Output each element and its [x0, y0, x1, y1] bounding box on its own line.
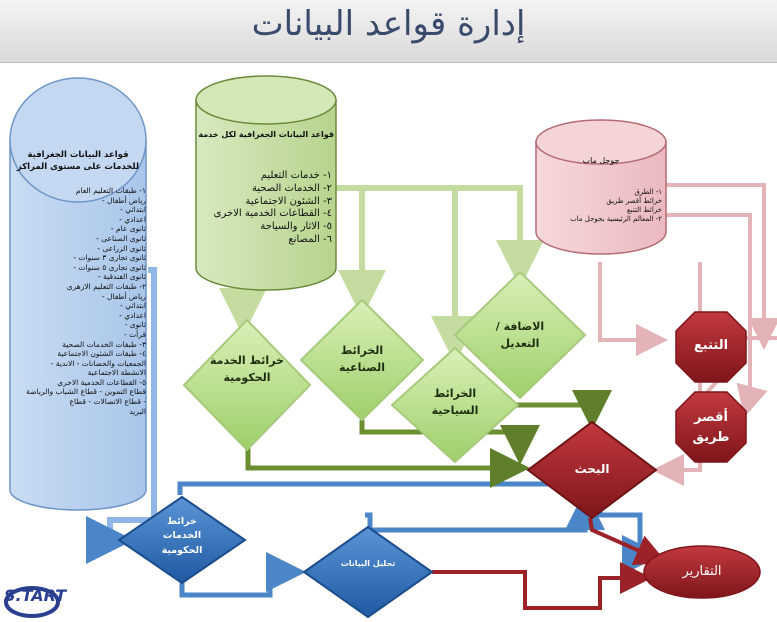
- center-db-item: ٣- الشئون الاجتماعية: [245, 195, 332, 207]
- left-db-item: رياض أطفال -: [101, 291, 146, 301]
- google-db-heading: جوجل ماب: [582, 156, 620, 165]
- center-db-item: ٤- القطاعات الخدمية الاخرى: [213, 208, 332, 220]
- label-shortest-path: أقصر طريق: [692, 410, 730, 445]
- label-reports: التقارير: [682, 564, 722, 579]
- center-db-item: ١- خدمات التعليم: [260, 170, 332, 181]
- blue-connectors: [86, 267, 157, 564]
- diamond-government-maps: [182, 318, 312, 452]
- left-db-heading: قواعد البيانات الجغرافية للخدمات على مست…: [16, 150, 140, 172]
- left-db-item: الانشطة الاجتماعية: [87, 368, 146, 378]
- label-search: البحث: [574, 462, 610, 476]
- center-db-item: ٢- الخدمات الصحية: [251, 182, 332, 194]
- left-db-item: البريد: [129, 406, 146, 416]
- label-data-analysis: تحليل البيانات: [340, 559, 396, 568]
- left-db-item: اعدادي -: [119, 310, 146, 320]
- octagon-tracking: [675, 311, 747, 383]
- label-industrial-maps: الخرائط الصناعية: [338, 344, 386, 375]
- google-database-cylinder: [535, 119, 667, 255]
- left-db-item: ٢- طبقات التعليم الازهرى: [66, 281, 146, 291]
- logo-swirl: [4, 586, 60, 618]
- diamond-data-analysis: [302, 525, 434, 619]
- left-db-item: ابتدائي -: [120, 301, 146, 311]
- diamond-tourism-maps: [390, 346, 520, 464]
- left-db-item: ابتدائي -: [120, 205, 146, 215]
- center-db-item: ٥- الاثار والسياحة: [260, 221, 332, 233]
- label-tracking: التتبع: [693, 338, 729, 353]
- left-db-item: - قطاع الاتصالات - قطاع: [69, 397, 146, 407]
- diamond-edit: [453, 270, 587, 400]
- left-db-item: ثانوى تجارى ٥ سنوات -: [73, 262, 146, 272]
- center-db-list: ١- خدمات التعليم ٢- الخدمات الصحية ٣- ال…: [200, 170, 332, 247]
- left-db-item: ثانوى الصناعى -: [96, 233, 146, 243]
- reports-ellipse: [643, 545, 761, 599]
- label-government-maps: خرائط الخدمة الحكومية: [210, 354, 284, 385]
- green-diamonds: [182, 270, 587, 464]
- label-tourism-maps: الخرائط السياحية: [431, 387, 479, 418]
- google-db-list: ١- الطرق خرائط أقصر طريق خرائط التتبع ٢-…: [540, 188, 662, 224]
- left-db-item: رياض أطفال -: [101, 195, 146, 205]
- left-db-item: ثانوى تجارى ٣ سنوات -: [73, 253, 146, 263]
- title-banner: [0, 0, 777, 63]
- red-flow: [432, 517, 668, 610]
- left-db-item: اعدادي -: [119, 214, 146, 224]
- google-db-item: خرائط التتبع: [626, 205, 662, 214]
- left-db-item: قطاع التموين - قطاع الشباب والرياضة: [26, 387, 146, 397]
- left-db-item: ثانوى عام -: [110, 224, 146, 234]
- page-title: إدارة قواعد البيانات: [251, 4, 526, 44]
- google-db-item: خرائط أقصر طريق: [606, 196, 662, 205]
- left-db-item: الجمعيات والحضانات - الاندية -: [50, 358, 146, 368]
- diamond-gov-services-maps: [117, 495, 247, 585]
- google-db-item: ٢- المعالم الرئيسية بجوجل ماب: [570, 214, 662, 223]
- label-gov-services-maps: خرائط الخدمات الحكومية: [161, 516, 203, 556]
- left-db-item: ثانوى الفندقية -: [98, 272, 146, 282]
- center-db-item: ٦- المصانع: [288, 233, 332, 245]
- logo-text: S.TART: [4, 586, 67, 605]
- octagon-shortest-path: [675, 391, 747, 463]
- left-db-item: ثانوى الزراعى -: [97, 243, 146, 253]
- left-db-item: ٥- القطاعات الخدمية الاخرى: [57, 377, 146, 387]
- center-db-heading: قواعد البيانات الجغرافية لكل خدمة: [198, 130, 334, 139]
- google-db-item: ١- الطرق: [634, 188, 662, 196]
- left-db-list: ١- طبقات التعليم العام رياض أطفال - ابتد…: [10, 186, 146, 416]
- left-db-item: ٤- طبقات الشئون الاجتماعية: [57, 349, 146, 359]
- label-edit: الاضافة /التعديل: [495, 320, 545, 351]
- left-db-item: ٣- طبقات الخدمات الصحية: [62, 339, 146, 349]
- octagons: [675, 311, 747, 463]
- search-diamond: [526, 420, 658, 520]
- left-db-item: ١- طبقات التعليم العام: [75, 186, 146, 195]
- left-database-cylinder: [9, 77, 147, 511]
- center-database-cylinder: [195, 75, 337, 291]
- left-db-item: ثانوى -: [124, 320, 146, 330]
- left-db-item: قرأت -: [124, 329, 146, 339]
- blue-diamonds: [117, 495, 434, 619]
- diamond-industrial-maps: [299, 298, 425, 422]
